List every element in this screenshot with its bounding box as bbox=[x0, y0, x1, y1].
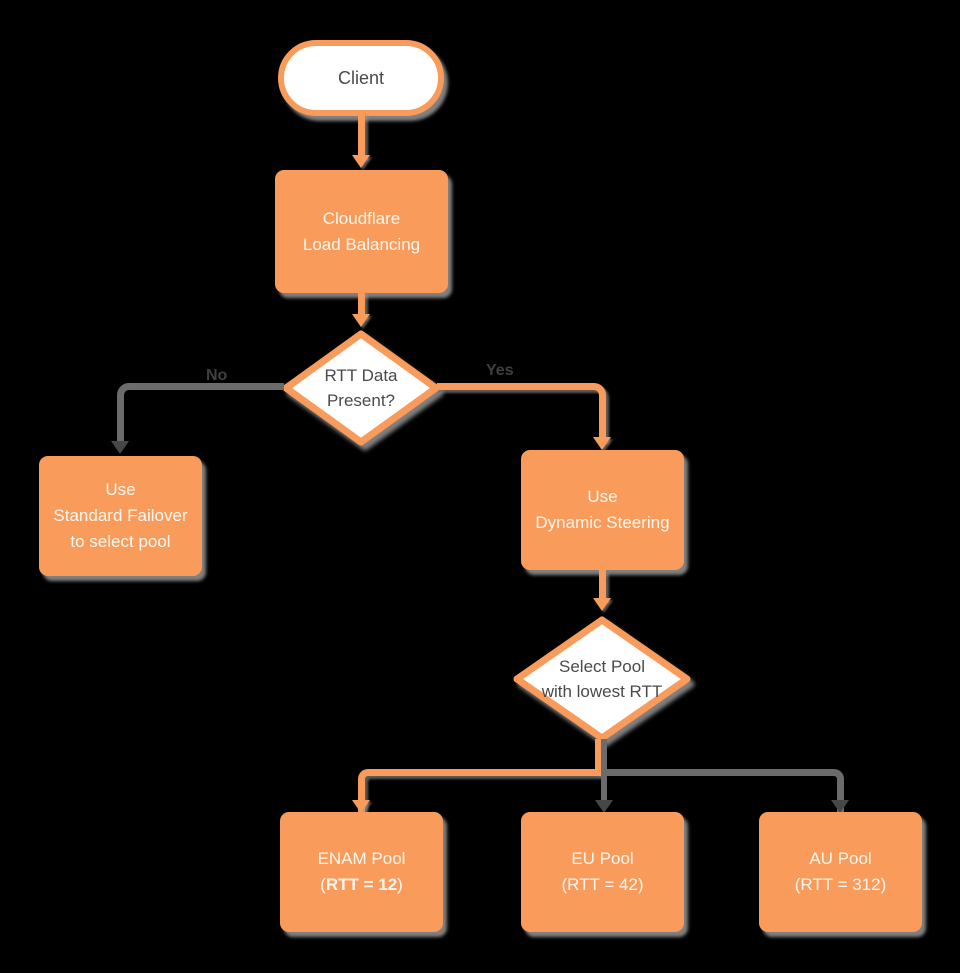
edge-label-yes: Yes bbox=[486, 362, 514, 379]
node-client-label: Client bbox=[337, 67, 385, 88]
decision-text: RTT Data Present? bbox=[281, 329, 441, 447]
enam-rtt-open: ( bbox=[320, 875, 326, 894]
decision-line2: Present? bbox=[326, 391, 396, 410]
connector-to-eu-pool bbox=[601, 769, 607, 802]
enam-pool-name: ENAM Pool bbox=[317, 849, 406, 868]
decision-line1: RTT Data bbox=[324, 366, 398, 385]
select-pool-line1: Select Pool bbox=[559, 657, 645, 676]
enam-rtt-value: RTT = 12 bbox=[325, 875, 398, 894]
connector-dynamic-to-select-pool bbox=[599, 570, 606, 600]
connector-no-branch bbox=[117, 383, 284, 445]
diamond-shape bbox=[513, 616, 691, 742]
au-pool-name: AU Pool bbox=[809, 849, 872, 868]
node-cloudflare-line2: Load Balancing bbox=[302, 234, 421, 254]
arrowhead-to-au-pool bbox=[831, 800, 849, 813]
arrowhead-yes-branch bbox=[593, 437, 611, 450]
failover-line3: to select pool bbox=[70, 532, 171, 551]
diamond-shape bbox=[282, 330, 440, 446]
arrowhead-to-enam-pool bbox=[352, 800, 370, 813]
node-rtt-data-present-decision: RTT Data Present? bbox=[281, 329, 441, 447]
select-pool-line2: with lowest RTT bbox=[541, 682, 663, 701]
node-dynamic-steering: Use Dynamic Steering bbox=[521, 450, 684, 570]
arrowhead-no-branch bbox=[111, 441, 129, 454]
node-select-pool-decision: Select Pool with lowest RTT bbox=[512, 615, 692, 743]
node-enam-pool: ENAM Pool (RTT = 12) bbox=[280, 812, 443, 932]
node-cloudflare-line1: Cloudflare bbox=[322, 208, 401, 228]
select-pool-text: Select Pool with lowest RTT bbox=[512, 615, 692, 743]
node-au-pool: AU Pool (RTT = 312) bbox=[759, 812, 922, 932]
dynamic-line2: Dynamic Steering bbox=[535, 513, 670, 532]
node-client: Client bbox=[278, 40, 444, 116]
arrowhead-client-to-cloudflare bbox=[352, 155, 370, 168]
connector-yes-branch bbox=[437, 383, 606, 441]
node-eu-pool: EU Pool (RTT = 42) bbox=[521, 812, 684, 932]
enam-pool-rtt: (RTT = 12) bbox=[320, 872, 403, 898]
enam-rtt-close: ) bbox=[397, 875, 403, 894]
arrowhead-dynamic-to-select-pool bbox=[593, 598, 611, 611]
connector-client-to-cloudflare bbox=[358, 112, 365, 158]
node-standard-failover: Use Standard Failover to select pool bbox=[39, 456, 202, 576]
connector-cloudflare-to-decision bbox=[358, 291, 365, 317]
edge-label-no: No bbox=[206, 367, 228, 384]
eu-pool-name: EU Pool bbox=[571, 849, 634, 868]
failover-line2: Standard Failover bbox=[53, 506, 188, 525]
eu-pool-rtt: (RTT = 42) bbox=[561, 875, 644, 894]
connector-select-pool-down-orange bbox=[595, 739, 601, 773]
connector-select-pool-down-gray bbox=[601, 739, 607, 773]
au-pool-rtt: (RTT = 312) bbox=[794, 875, 887, 894]
connector-to-au-pool bbox=[604, 769, 844, 813]
node-cloudflare-load-balancing: Cloudflare Load Balancing bbox=[275, 170, 448, 293]
connector-to-enam-pool bbox=[358, 769, 601, 813]
dynamic-line1: Use bbox=[587, 487, 618, 506]
arrowhead-cloudflare-to-decision bbox=[352, 314, 370, 327]
failover-line1: Use bbox=[105, 480, 136, 499]
